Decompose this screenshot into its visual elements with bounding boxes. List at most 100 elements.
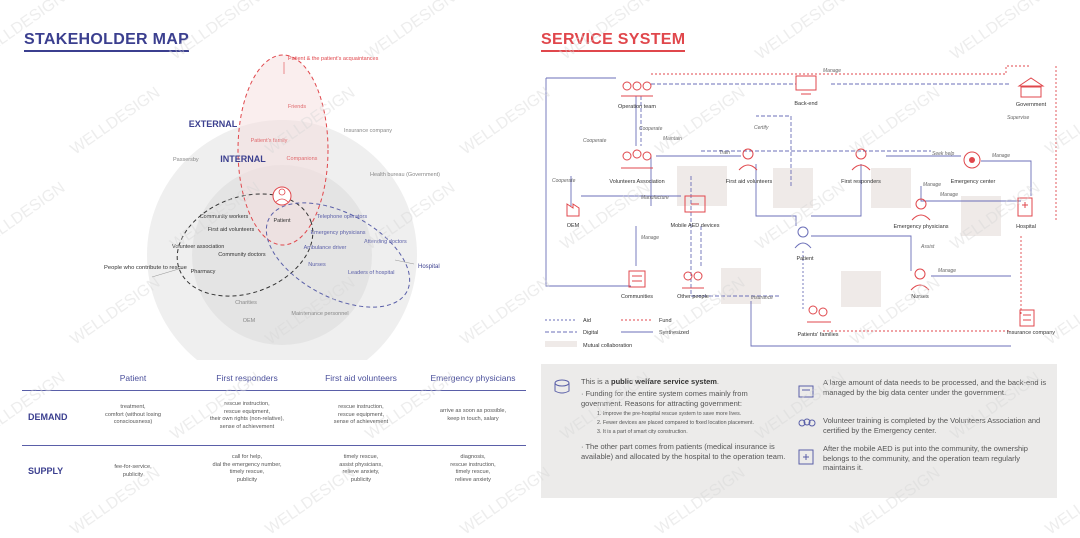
volunteers-association-icon [621, 149, 653, 169]
external-label: EXTERNAL [189, 119, 238, 129]
collab-block [841, 271, 881, 307]
hospital-pointer [394, 259, 415, 265]
edge-supervise-label: Supervise [1007, 115, 1029, 121]
maintenance-label: Maintenance personnel [291, 311, 348, 317]
desc-p2: · Funding for the entire system comes ma… [581, 389, 748, 408]
legend-synthesized-label: Synthesized [659, 330, 689, 336]
digital-line [690, 176, 781, 297]
coins-icon [554, 379, 570, 394]
supply-first-aid-volunteers-cell: timely rescue, assist physicians, reliev… [339, 454, 383, 483]
aid-line [920, 186, 1021, 202]
desc-p2-item-2: 2. Fewer devices are placed compared to … [597, 420, 754, 426]
stakeholder-map-title: STAKEHOLDER MAP [24, 31, 190, 52]
edge-manage-label: Manage [938, 268, 956, 274]
hospital-label: Hospital [418, 264, 440, 270]
emergency-physicians-label: Emergency physicians [310, 230, 365, 236]
legend-aid-label: Aid [583, 318, 591, 324]
collab-block [721, 268, 761, 304]
table-divider-mid [22, 445, 526, 446]
desc-r3: After the mobile AED is put into the com… [823, 444, 1028, 473]
patients-families-label: Patients' families [797, 332, 838, 338]
col-header-first-aid-volunteers: First aid volunteers [325, 373, 397, 383]
oem-label: OEM [243, 318, 256, 324]
desc-p2-item-3: 3. It is a part of smart city constructi… [597, 429, 688, 435]
supply-patient-cell: fee-for-service, publicity [114, 464, 152, 478]
communities-icon [628, 270, 646, 288]
legend-mutual-swatch [545, 341, 577, 347]
watermark-text: WELLDESIGN [753, 0, 849, 63]
insurance-label: Insurance company [344, 128, 392, 134]
community-workers-label: Community workers [200, 214, 249, 220]
first-aid-volunteers-label: First aid volunteers [726, 179, 773, 185]
collab-block [871, 168, 911, 208]
col-header-first-responders: First responders [216, 373, 278, 383]
demand-emergency-physicians-cell: arrive as soon as possible, keep in touc… [439, 408, 507, 422]
edge-maintain-label: Maintain [663, 136, 682, 142]
insurance-company-label: Insurance company [1007, 330, 1055, 336]
other-people-icon [682, 271, 704, 289]
aid-line [981, 160, 1032, 196]
fund-line [651, 65, 1031, 75]
aid-line [755, 164, 797, 226]
legend-mutual-label: Mutual collaboration [583, 343, 632, 349]
edge-cooperate-label: Cooperate [639, 126, 663, 132]
hospital-icon [1017, 197, 1033, 217]
desc-r2: Volunteer training is completed by the V… [823, 416, 1041, 435]
aid-line [811, 164, 862, 217]
demand-patient-cell: treatment, comfort (without losing consc… [105, 404, 161, 425]
patient-icon [794, 226, 812, 249]
government-label: Government [1016, 102, 1047, 108]
desc-p3: · The other part comes from patients (me… [581, 442, 786, 461]
people-rescue-label: People who contribute to rescue [104, 265, 187, 271]
attending-doctors-label: Attending doctors [364, 239, 407, 245]
edge-train-label: Train [719, 150, 730, 156]
emergency-center-label: Emergency center [951, 179, 996, 185]
emergency-physicians-label: Emergency physicians [893, 224, 948, 230]
telephone-operators-label: Telephone operators [317, 214, 367, 220]
insurance-company-icon [1019, 309, 1035, 327]
back-end-label: Back-end [794, 101, 817, 107]
mobile-aed-icon [684, 195, 706, 213]
operation-team-icon [621, 81, 653, 97]
service-system-title: SERVICE SYSTEM [541, 31, 686, 52]
aid-line [811, 235, 912, 271]
friends-label: Friends [288, 104, 307, 110]
demand-supply-table: Patient First responders First aid volun… [22, 368, 526, 508]
hospital-label: Hospital [1016, 224, 1036, 230]
supply-emergency-physicians-cell: diagnosis, rescue instruction, timely re… [450, 454, 496, 483]
edge-cooperate-label: Cooperate [552, 178, 576, 184]
hospital-ellipse [265, 202, 411, 308]
desc-p2-item-1: 1. Improve the pre-hospital rescue syste… [597, 411, 742, 417]
first-aid-volunteers-icon [738, 148, 758, 171]
internal-label: INTERNAL [220, 154, 266, 164]
patient-acq-label: Patient & the patient's acquaintances [288, 56, 379, 62]
description-box: This is a public welfare service system.… [541, 364, 1057, 498]
table-divider-top [22, 390, 526, 391]
edge-manage-label: Manage [823, 68, 841, 74]
edge-manage-label: Manage [992, 153, 1010, 159]
desc-p1: This is a public welfare service system. [581, 377, 719, 386]
service-system-diagram: Operation team Back-end Government Volun… [545, 65, 1057, 349]
stakeholder-map-diagram: EXTERNAL INTERNAL Patient & the patient'… [104, 54, 440, 360]
volunteer-association-label: Volunteer association [172, 244, 224, 250]
desc-r1: A large amount of data needs to be proce… [823, 378, 1047, 397]
patients-families-icon [807, 305, 831, 323]
demand-first-responders-cell: rescue instruction, rescue equipment, th… [210, 401, 284, 430]
demand-first-aid-volunteers-cell: rescue instruction, rescue equipment, se… [333, 404, 389, 425]
community-doctors-label: Community doctors [218, 252, 266, 258]
communities-label: Communities [621, 294, 653, 300]
nurses-icon [910, 268, 930, 291]
collab-block [961, 196, 1001, 236]
charities-label: Charities [235, 300, 257, 306]
aed-device-icon [798, 449, 814, 465]
patient-icon [272, 186, 292, 206]
legend-digital-label: Digital [583, 330, 598, 336]
operation-team-label: Operation team [618, 104, 656, 110]
collab-block [773, 168, 813, 208]
group-icon [798, 418, 816, 427]
watermark-text: WELLDESIGN [948, 0, 1044, 63]
volunteers-association-label: Volunteers Association [609, 179, 664, 185]
emergency-physicians-icon [911, 198, 931, 221]
passersby-label: Passersby [173, 157, 199, 163]
patient-label: Patient [273, 218, 291, 224]
